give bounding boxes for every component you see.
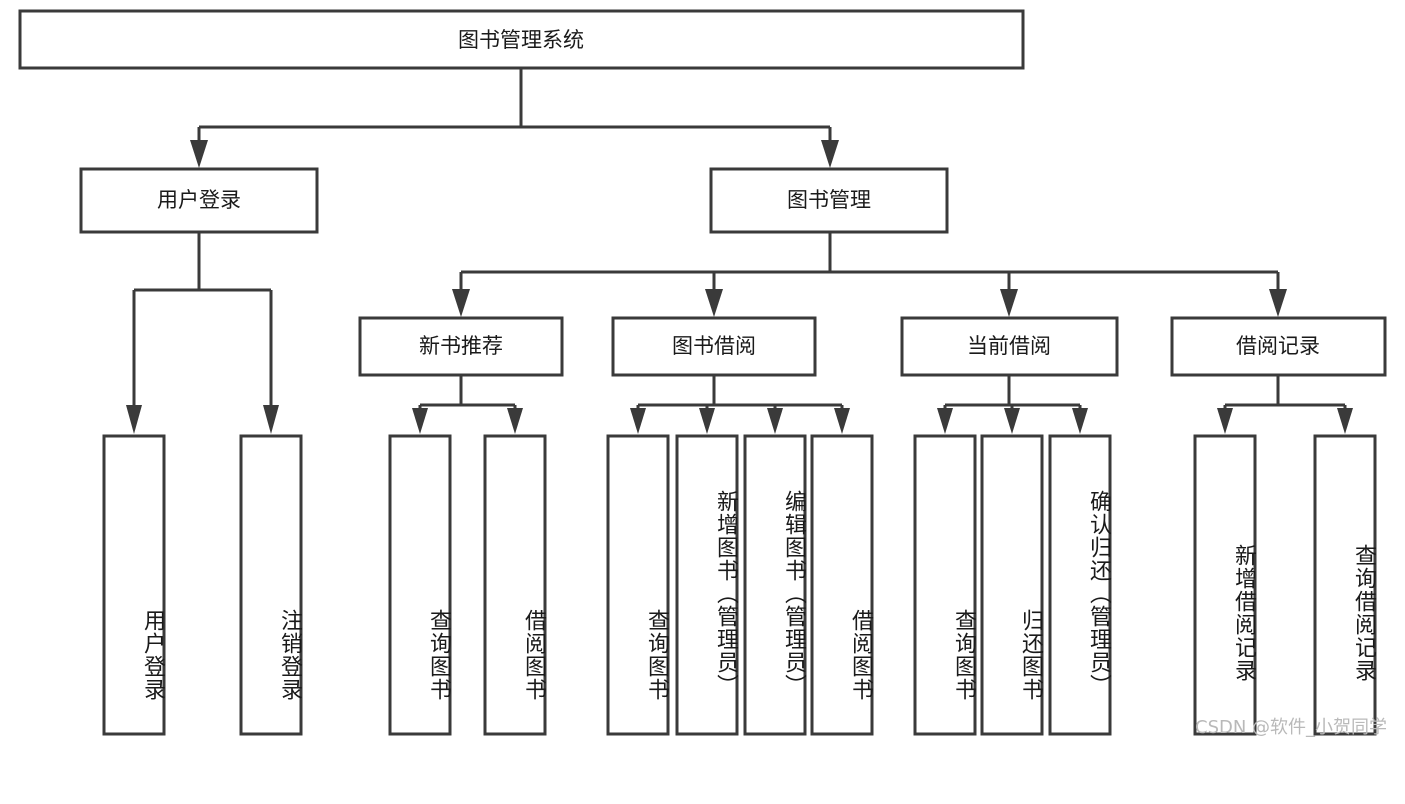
arrow-head-book-borrow (705, 289, 723, 317)
node-root-label: 图书管理系统 (458, 28, 584, 52)
arrow-head-new-book-rec (452, 289, 470, 317)
diagram-canvas-root: 图书管理系统 用户登录 图书管理 新书推荐 图书借阅 当前借阅 借阅记录 (18, 9, 1388, 738)
node-user-login[interactable]: 用户登录 (79, 167, 319, 234)
connector-group-book-manage (452, 232, 1287, 317)
arrow-head-book-manage (821, 140, 839, 168)
leaf-rect-query-book-1[interactable] (388, 434, 452, 736)
arrow-head-leaf-borrow-book-2 (834, 408, 850, 434)
node-root-system[interactable]: 图书管理系统 (18, 9, 1025, 70)
node-borrow-record[interactable]: 借阅记录 (1170, 316, 1387, 377)
node-current-borrow-label: 当前借阅 (967, 334, 1051, 358)
connector-group-new-book-rec (412, 375, 523, 434)
arrow-head-leaf-user-login (126, 405, 142, 434)
arrow-head-leaf-query-book-3 (937, 408, 953, 434)
arrow-head-user-login (190, 140, 208, 168)
node-book-borrow-rect[interactable] (611, 316, 817, 377)
node-new-book-rec[interactable]: 新书推荐 (358, 316, 564, 377)
arrow-head-leaf-user-logout (263, 405, 279, 434)
leaf-rect-query-book-3[interactable] (913, 434, 977, 736)
node-book-borrow[interactable]: 图书借阅 (611, 316, 817, 377)
leaf-rect-borrow-book-1[interactable] (483, 434, 547, 736)
arrow-head-current-borrow (1000, 289, 1018, 317)
arrow-head-leaf-query-record (1337, 408, 1353, 434)
leaf-rect-edit-book[interactable] (743, 434, 807, 736)
connector-group-root (190, 68, 839, 168)
arrow-head-leaf-confirm-return (1072, 408, 1088, 434)
csdn-watermark: CSDN @软件_小贺同学 (1195, 717, 1387, 738)
node-current-borrow[interactable]: 当前借阅 (900, 316, 1119, 377)
node-book-manage-rect[interactable] (709, 167, 949, 234)
connector-group-current-borrow (937, 375, 1088, 434)
arrow-head-leaf-add-record (1217, 408, 1233, 434)
leaf-rect-user-login[interactable] (102, 434, 166, 736)
node-borrow-record-rect[interactable] (1170, 316, 1387, 377)
leaf-rect-add-record[interactable] (1193, 434, 1257, 736)
leaf-rect-query-book-2[interactable] (606, 434, 670, 736)
node-root-rect[interactable] (18, 9, 1025, 70)
leaf-rect-query-record[interactable] (1313, 434, 1377, 736)
arrow-head-leaf-edit-book (767, 408, 783, 434)
leaf-rect-add-book[interactable] (675, 434, 739, 736)
node-book-manage-label: 图书管理 (787, 188, 871, 212)
arrow-head-borrow-record (1269, 289, 1287, 317)
connector-group-book-borrow (630, 375, 850, 434)
node-user-login-rect[interactable] (79, 167, 319, 234)
node-new-book-rec-rect[interactable] (358, 316, 564, 377)
leaf-rect-user-logout[interactable] (239, 434, 303, 736)
leaf-rect-confirm-return[interactable] (1048, 434, 1112, 736)
node-borrow-record-label: 借阅记录 (1236, 334, 1320, 358)
leaf-rect-borrow-book-2[interactable] (810, 434, 874, 736)
arrow-head-leaf-borrow-book-1 (507, 408, 523, 434)
arrow-head-leaf-query-book-1 (412, 408, 428, 434)
leaf-rect-return-book[interactable] (980, 434, 1044, 736)
arrow-head-leaf-return-book (1004, 408, 1020, 434)
node-new-book-rec-label: 新书推荐 (419, 334, 503, 358)
node-book-borrow-label: 图书借阅 (672, 334, 756, 358)
arrow-head-leaf-query-book-2 (630, 408, 646, 434)
arrow-head-leaf-add-book (699, 408, 715, 434)
connector-group-borrow-record (1217, 375, 1353, 434)
tree-diagram: 图书管理系统 用户登录 图书管理 新书推荐 图书借阅 当前借阅 借阅记录 (18, 9, 1387, 738)
connector-group-user-login (126, 232, 279, 434)
node-book-manage[interactable]: 图书管理 (709, 167, 949, 234)
node-user-login-label: 用户登录 (157, 188, 241, 212)
node-current-borrow-rect[interactable] (900, 316, 1119, 377)
